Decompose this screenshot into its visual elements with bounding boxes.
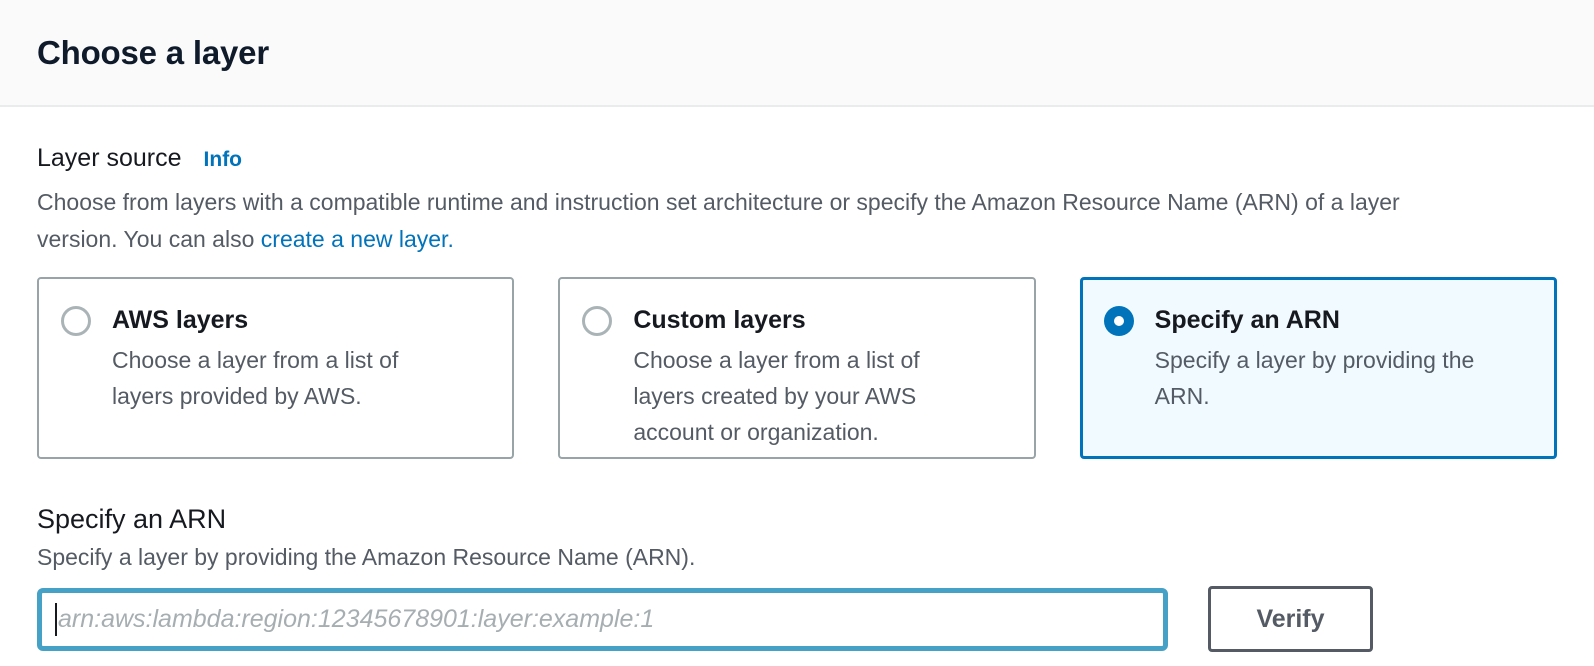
layer-source-row: Layer source Info	[37, 144, 1557, 173]
tile-title-custom-layers: Custom layers	[633, 306, 806, 334]
radio-button-specify-arn[interactable]	[1103, 306, 1134, 336]
arn-input-container	[37, 588, 1168, 651]
info-link[interactable]: Info	[203, 148, 243, 171]
tile-aws-layers[interactable]: AWS layers Choose a layer from a list of…	[37, 277, 515, 459]
tile-description-custom-layers: Choose a layer from a list of layers cre…	[633, 347, 920, 445]
page-title: Choose a layer	[37, 33, 269, 71]
description-line-2-text: version. You can also	[37, 226, 261, 252]
description-line-1: Choose from layers with a compatible run…	[37, 189, 1400, 215]
layer-source-label: Layer source	[37, 144, 182, 172]
tile-description-specify-arn: Specify a layer by providing the ARN.	[1154, 347, 1475, 409]
text-caret	[55, 603, 57, 636]
tile-text: AWS layers Choose a layer from a list of…	[112, 303, 398, 414]
tile-title-specify-arn: Specify an ARN	[1154, 306, 1340, 334]
radio-button-aws-layers[interactable]	[61, 306, 91, 336]
layer-source-description: Choose from layers with a compatible run…	[37, 184, 1557, 258]
arn-input[interactable]	[42, 593, 1163, 646]
specify-arn-heading: Specify an ARN	[37, 504, 227, 534]
description-line-2: version. You can also create a new layer…	[37, 221, 1557, 258]
verify-button[interactable]: Verify	[1208, 586, 1373, 652]
tile-specify-arn[interactable]: Specify an ARN Specify a layer by provid…	[1079, 277, 1557, 459]
tile-description-aws-layers: Choose a layer from a list of layers pro…	[112, 347, 399, 409]
radio-dot	[1113, 316, 1124, 326]
arn-input-row: Verify	[37, 586, 1557, 652]
tile-title-aws-layers: AWS layers	[112, 306, 249, 334]
radio-button-custom-layers[interactable]	[582, 306, 613, 336]
layer-source-tiles: AWS layers Choose a layer from a list of…	[37, 277, 1557, 459]
panel-header: Choose a layer	[0, 0, 1594, 107]
panel-content: Layer source Info Choose from layers wit…	[0, 144, 1594, 652]
specify-arn-description: Specify a layer by providing the Amazon …	[37, 544, 696, 570]
tile-text: Custom layers Choose a layer from a list…	[633, 303, 919, 450]
tile-text: Specify an ARN Specify a layer by provid…	[1155, 303, 1475, 414]
tile-custom-layers[interactable]: Custom layers Choose a layer from a list…	[558, 277, 1036, 459]
create-new-layer-link[interactable]: create a new layer.	[260, 226, 454, 252]
